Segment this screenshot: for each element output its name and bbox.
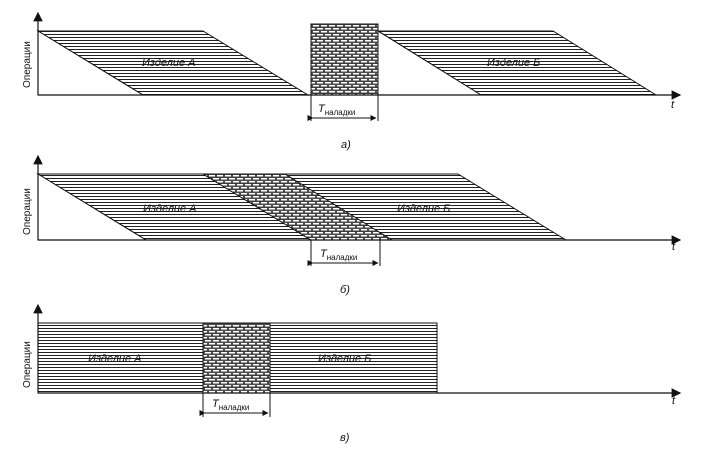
panel-c-product-a-label: Изделие А (88, 353, 142, 365)
panel-b-y-label: Операции (22, 188, 33, 235)
panel-b-product-b-label: Изделие Б (397, 203, 450, 215)
panel-c-setup-label: Tналадки (212, 398, 249, 412)
panel-c-product-b-block (269, 322, 438, 394)
panel-a-product-a-label: Изделие А (142, 57, 196, 69)
panel-c-y-label: Операции (22, 341, 33, 388)
panel-c-setup-block (202, 322, 271, 394)
panel-c-product-a-block (37, 322, 204, 394)
panel-b-product-a-label: Изделие А (143, 203, 197, 215)
panel-b-setup-label: Tналадки (320, 248, 357, 262)
panel-c: Изделие А Изделие Б Tналадки Операции t … (22, 303, 682, 444)
panel-a-t-label: t (671, 99, 675, 111)
panel-b-t-label: t (672, 241, 676, 253)
panel-c-t-label: t (672, 395, 676, 407)
panel-a: Изделие А Изделие Б Tналадки Операции t … (22, 11, 682, 151)
panel-a-product-b-label: Изделие Б (487, 57, 540, 69)
panel-c-product-b-label: Изделие Б (318, 353, 371, 365)
panel-a-caption: а) (341, 139, 351, 151)
panel-a-y-label: Операции (22, 41, 33, 88)
panel-a-setup-block (310, 23, 379, 96)
panel-b: Изделие А Изделие Б Tналадки Операции t … (22, 154, 682, 296)
panel-b-caption: б) (340, 284, 350, 296)
panel-c-caption: в) (340, 432, 350, 444)
panel-a-setup-label: Tналадки (318, 103, 355, 117)
